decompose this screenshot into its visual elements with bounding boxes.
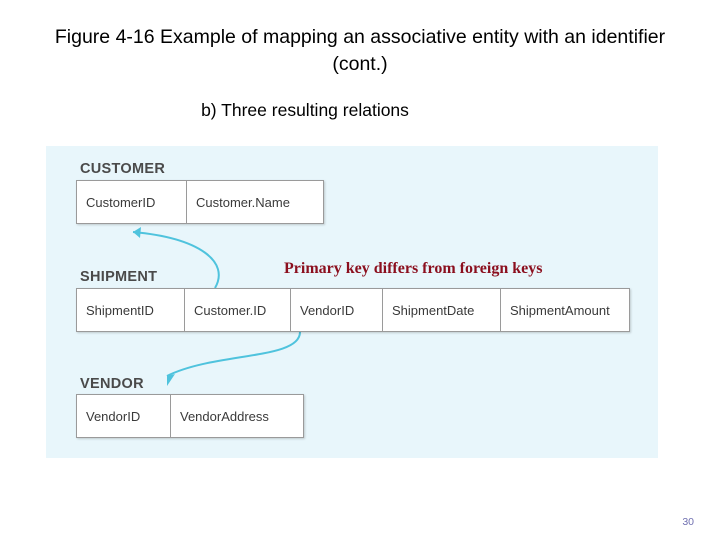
slide-subtitle: b) Three resulting relations bbox=[201, 100, 409, 120]
page-number: 30 bbox=[682, 516, 694, 528]
attribute-cell: CustomerID bbox=[77, 181, 187, 223]
attribute-cell: Customer.ID bbox=[185, 289, 291, 331]
attribute-cell: ShipmentID bbox=[77, 289, 185, 331]
attribute-cell: ShipmentAmount bbox=[501, 289, 629, 331]
attribute-cell: VendorID bbox=[291, 289, 383, 331]
relation-table-customer: CustomerID Customer.Name bbox=[76, 180, 324, 224]
relation-label-vendor: VENDOR bbox=[80, 376, 144, 392]
attribute-cell: VendorID bbox=[77, 395, 171, 437]
relation-label-customer: CUSTOMER bbox=[80, 161, 166, 177]
page-title: Figure 4-16 Example of mapping an associ… bbox=[54, 26, 666, 75]
attribute-cell: VendorAddress bbox=[171, 395, 303, 437]
attribute-cell: ShipmentDate bbox=[383, 289, 501, 331]
relation-table-vendor: VendorID VendorAddress bbox=[76, 394, 304, 438]
relation-table-shipment: ShipmentID Customer.ID VendorID Shipment… bbox=[76, 288, 630, 332]
attribute-cell: Customer.Name bbox=[187, 181, 323, 223]
annotation-primary-key-note: Primary key differs from foreign keys bbox=[284, 260, 543, 277]
relation-label-shipment: SHIPMENT bbox=[80, 269, 158, 285]
